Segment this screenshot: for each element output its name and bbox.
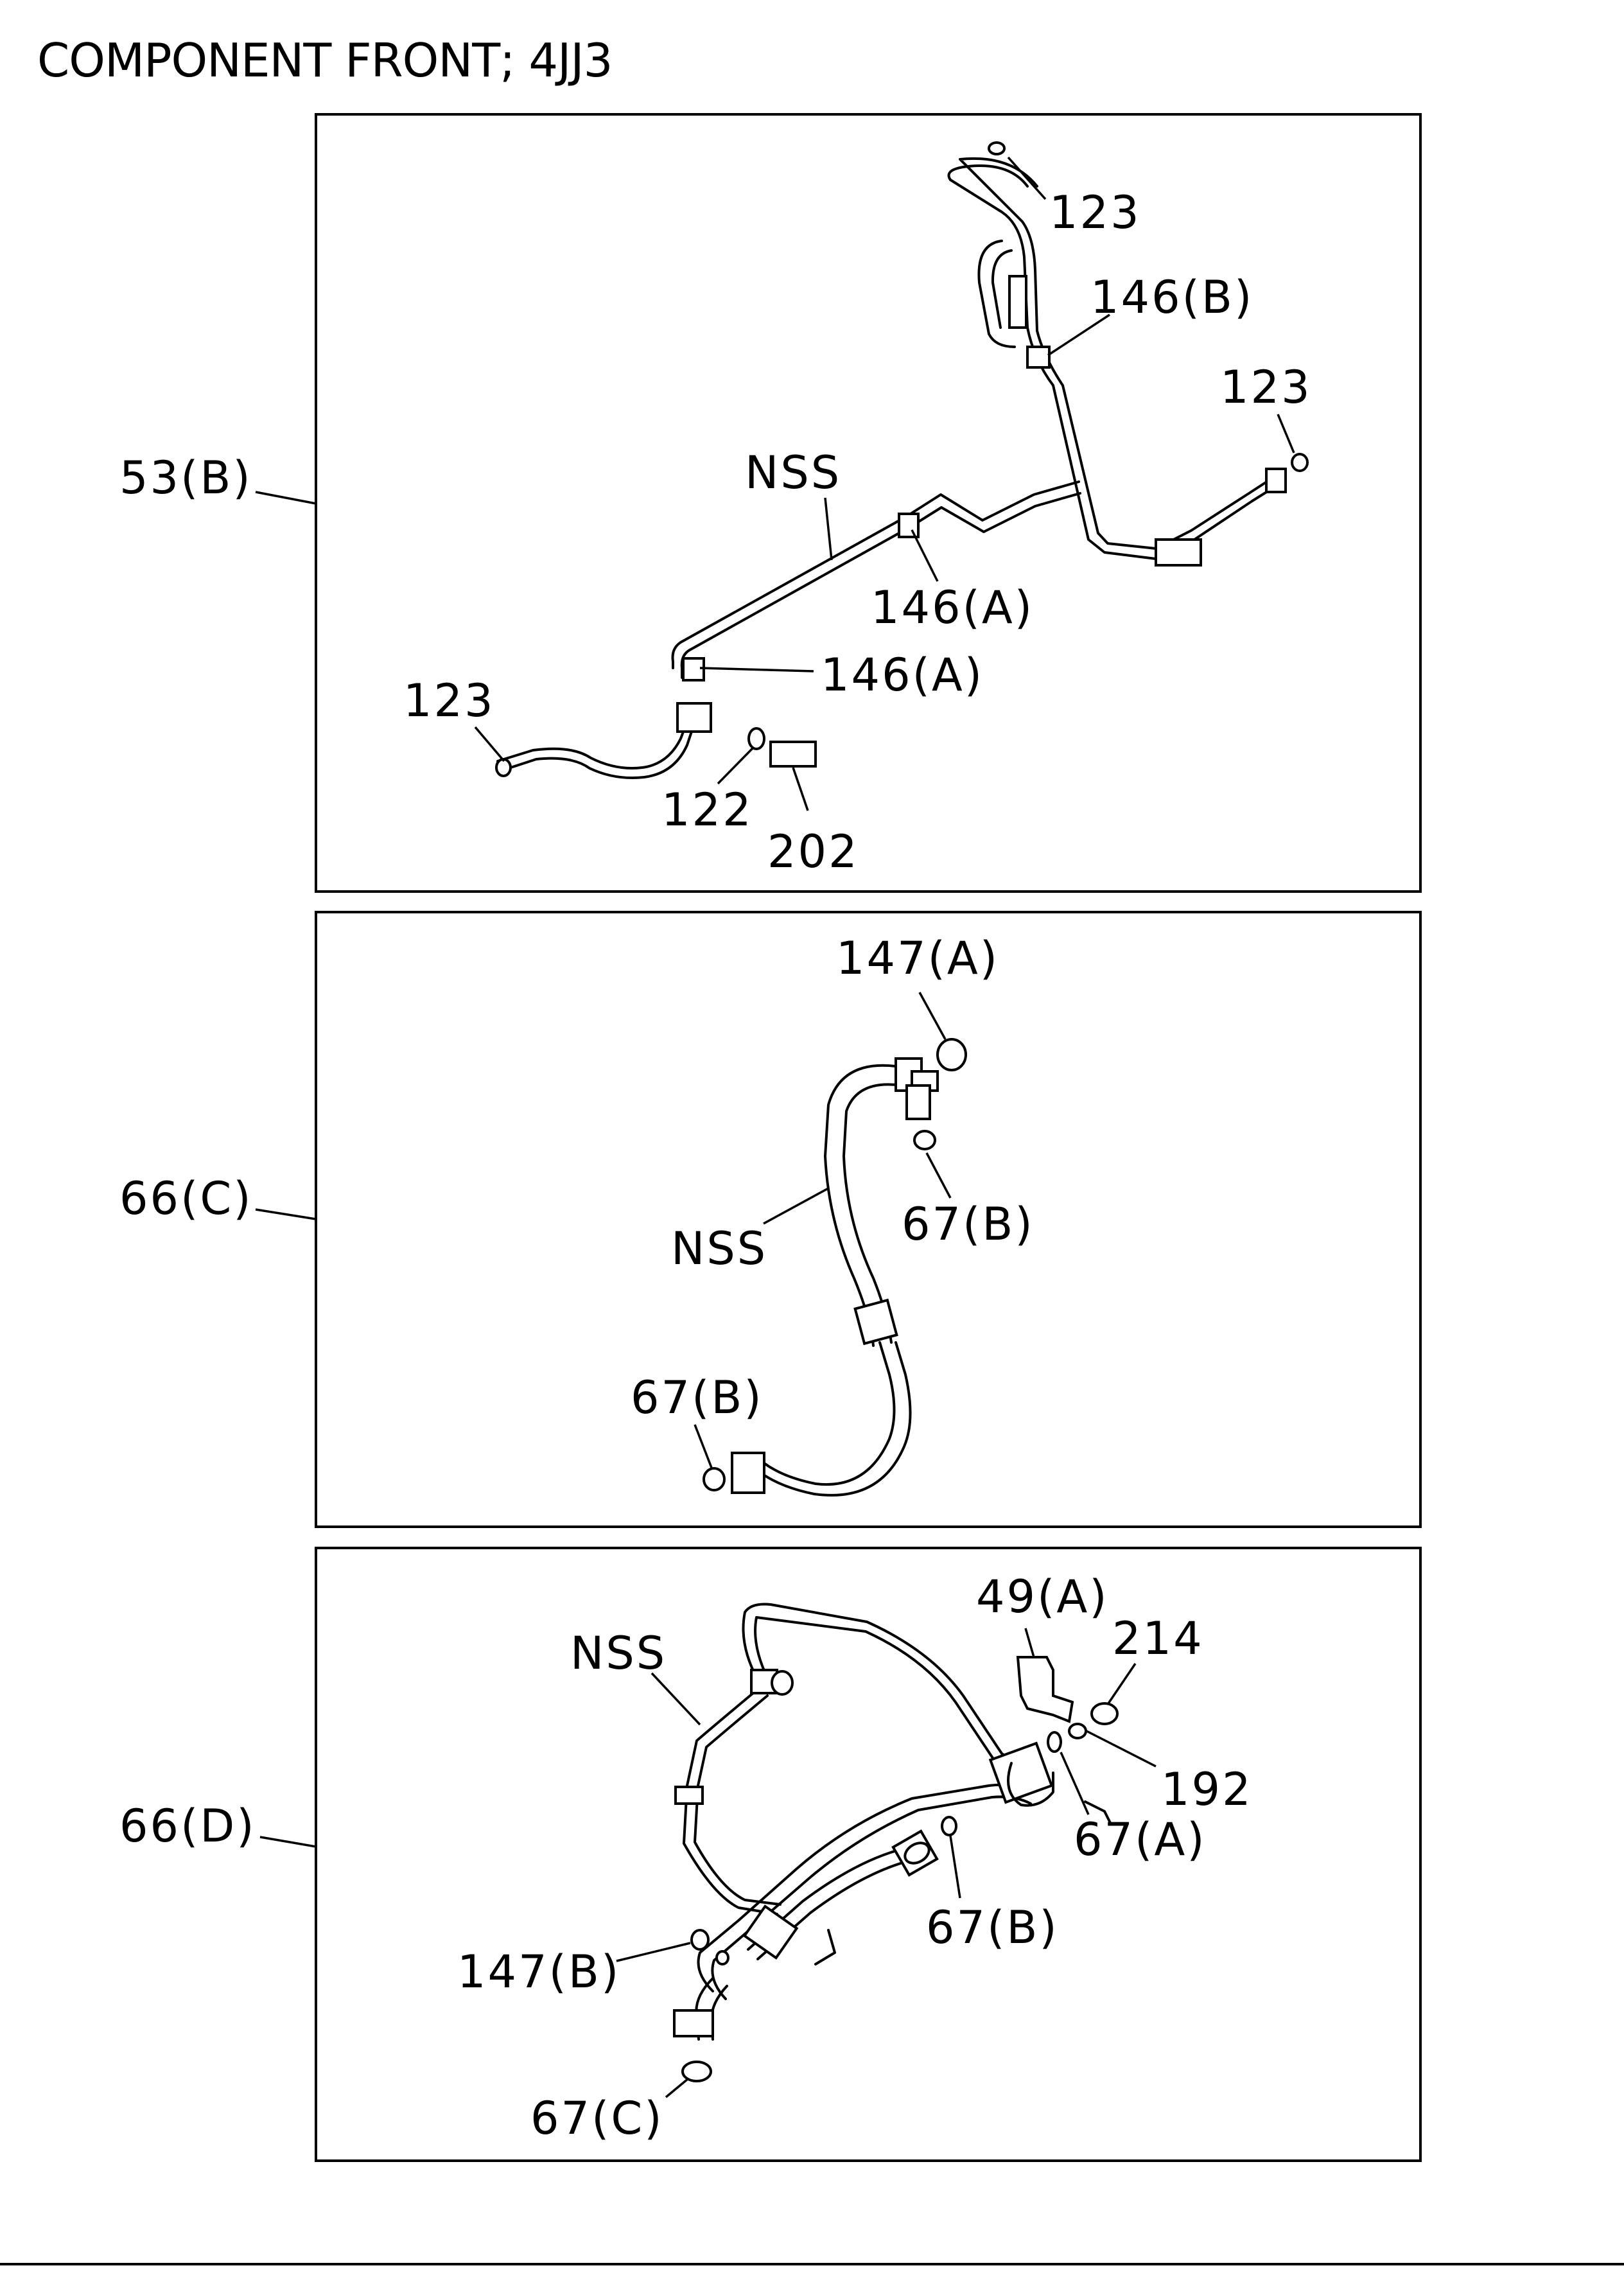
callout-147b[interactable]: 147(B) xyxy=(457,1946,620,1998)
group-leader xyxy=(255,1208,317,1220)
leader-lines xyxy=(616,1628,1157,2098)
group-label[interactable]: 66(C) xyxy=(119,1172,253,1225)
callout-214[interactable]: 214 xyxy=(1112,1612,1204,1665)
group-label[interactable]: 66(D) xyxy=(119,1800,256,1852)
group-leader xyxy=(259,1836,317,1848)
callout-nss[interactable]: NSS xyxy=(570,1627,667,1680)
panel-frame xyxy=(315,911,1422,1528)
callout-123-top[interactable]: 123 xyxy=(1049,186,1141,239)
hose-assembly xyxy=(703,1038,967,1497)
callout-67b-lower[interactable]: 67(B) xyxy=(631,1371,764,1424)
callout-67b[interactable]: 67(B) xyxy=(926,1901,1059,1954)
callout-147a[interactable]: 147(A) xyxy=(836,932,999,985)
panel-frame xyxy=(315,1547,1422,2162)
callout-nss[interactable]: NSS xyxy=(745,446,841,499)
callout-67b-upper[interactable]: 67(B) xyxy=(902,1198,1035,1251)
leader-lines xyxy=(474,156,1295,811)
page-title: COMPONENT FRONT; 4JJ3 xyxy=(37,33,613,87)
callout-146b[interactable]: 146(B) xyxy=(1090,271,1253,324)
panel-66d: 66(D) xyxy=(119,1547,1422,2162)
callout-67a[interactable]: 67(A) xyxy=(1074,1813,1207,1866)
callout-122[interactable]: 122 xyxy=(661,784,753,836)
pipe-assembly xyxy=(495,141,1309,780)
callout-146a-upper[interactable]: 146(A) xyxy=(871,581,1034,634)
callout-202[interactable]: 202 xyxy=(767,825,859,878)
panel-53b: 53(B) xyxy=(119,113,1422,893)
callout-67c[interactable]: 67(C) xyxy=(530,2092,664,2145)
leader-lines xyxy=(694,992,952,1468)
callout-192[interactable]: 192 xyxy=(1161,1763,1253,1816)
group-leader xyxy=(255,491,317,505)
pipe-assembly xyxy=(673,1603,1119,2082)
callout-123-right[interactable]: 123 xyxy=(1220,361,1312,414)
group-label[interactable]: 53(B) xyxy=(119,452,252,504)
callout-146a-lower[interactable]: 146(A) xyxy=(821,649,984,701)
callout-49a[interactable]: 49(A) xyxy=(976,1570,1109,1623)
callout-123-left[interactable]: 123 xyxy=(403,674,495,727)
callout-nss[interactable]: NSS xyxy=(671,1222,767,1275)
panel-66c: 66(C) 147(A) 67(B) NSS 67(B) xyxy=(119,911,1422,1528)
panel-frame xyxy=(315,113,1422,893)
